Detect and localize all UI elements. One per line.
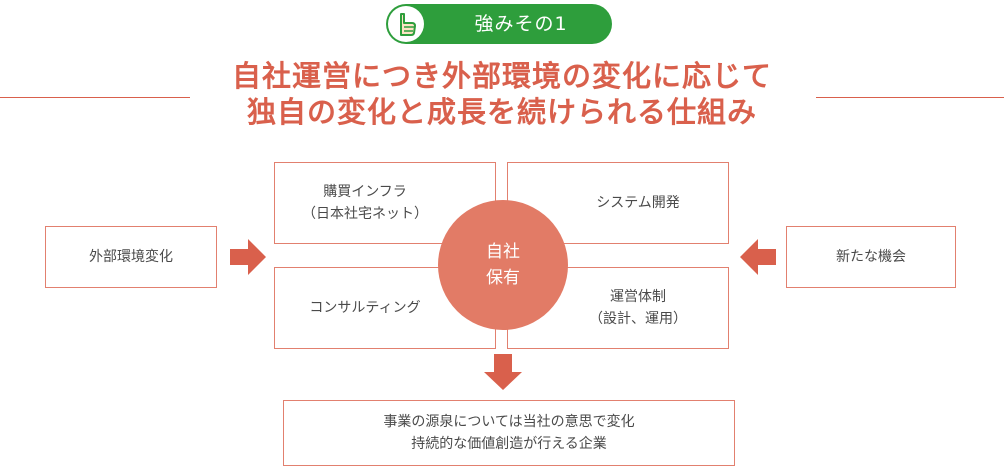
quadrant-system-line1: システム開発 xyxy=(596,195,680,211)
new-opportunity-label: 新たな機会 xyxy=(836,249,906,265)
quadrant-consulting-line1: コンサルティング xyxy=(309,300,421,316)
new-opportunity-box: 新たな機会 xyxy=(786,226,956,288)
thumbs-up-icon xyxy=(400,13,416,36)
center-line1: 自社 xyxy=(486,242,520,262)
quadrant-operations-line2: （設計、運用） xyxy=(589,311,687,327)
arrow-left-icon xyxy=(740,239,776,275)
result-line2: 持続的な価値創造が行える企業 xyxy=(411,436,607,452)
center-line2: 保有 xyxy=(486,268,520,288)
arrow-right-icon xyxy=(230,239,266,275)
quadrant-purchasing-infra: 購買インフラ （日本社宅ネット） xyxy=(274,162,496,244)
external-change-box: 外部環境変化 xyxy=(45,226,217,288)
external-change-label: 外部環境変化 xyxy=(89,249,173,265)
headline-line2: 独自の変化と成長を続けられる仕組み xyxy=(246,95,757,129)
result-box: 事業の源泉については当社の意思で変化 持続的な価値創造が行える企業 xyxy=(283,400,735,466)
headline-rule-right xyxy=(816,97,1004,98)
headline-line1: 自社運営につき外部環境の変化に応じて xyxy=(231,59,772,93)
quadrant-operations-line1: 運営体制 xyxy=(610,289,666,305)
badge-icon-circle xyxy=(388,6,424,42)
arrow-down-icon xyxy=(484,354,522,390)
headline: 自社運営につき外部環境の変化に応じて 独自の変化と成長を続けられる仕組み xyxy=(190,58,814,130)
badge-label: 強みその1 xyxy=(474,13,568,35)
headline-rule-left xyxy=(0,97,190,98)
result-line1: 事業の源泉については当社の意思で変化 xyxy=(383,414,635,430)
self-owned-circle: 自社 保有 xyxy=(438,200,568,330)
quadrant-purchasing-line1: 購買インフラ xyxy=(323,184,407,200)
strength-badge: 強みその1 xyxy=(386,4,612,44)
quadrant-purchasing-line2: （日本社宅ネット） xyxy=(302,206,428,222)
